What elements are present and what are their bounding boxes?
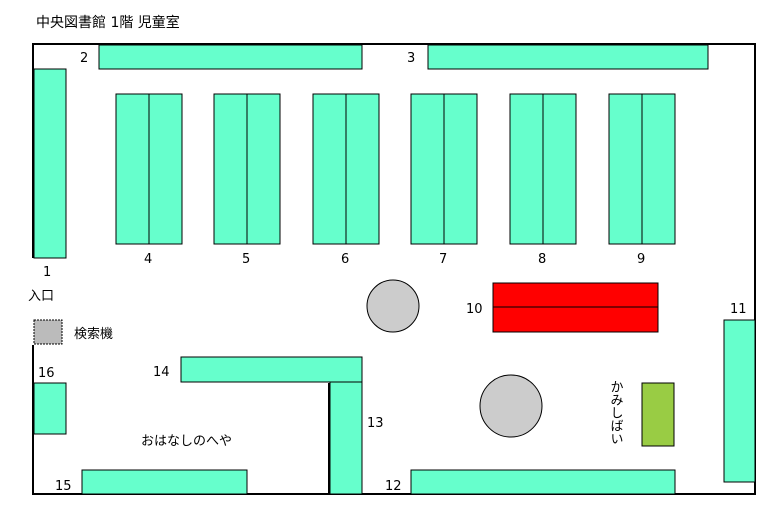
shelf-11-number: 11 — [730, 302, 747, 317]
kamishibai-stand — [641, 382, 675, 447]
shelf-12 — [410, 469, 676, 495]
shelf-4-number: 4 — [144, 252, 152, 267]
shelf-9-number: 9 — [637, 252, 645, 267]
shelf-10-number: 10 — [466, 302, 483, 317]
shelf-13-number: 13 — [367, 416, 384, 431]
shelf-16 — [33, 382, 67, 435]
shelf-14 — [180, 356, 363, 383]
shelf-6-number: 6 — [341, 252, 349, 267]
shelf-9 — [608, 93, 676, 245]
shelf-15-number: 15 — [55, 479, 72, 494]
shelf-5-number: 5 — [242, 252, 250, 267]
shelf-2 — [98, 44, 363, 70]
story-room-label: おはなしのへや — [141, 434, 232, 449]
round-table-lower — [479, 374, 543, 438]
shelf-16-number: 16 — [38, 366, 55, 381]
search-terminal-label: 検索機 — [74, 327, 113, 342]
shelf-7 — [410, 93, 478, 245]
shelf-1 — [33, 68, 67, 259]
shelf-15 — [81, 469, 248, 495]
shelf-7-number: 7 — [439, 252, 447, 267]
shelf-2-number: 2 — [80, 51, 88, 66]
shelf-5 — [213, 93, 281, 245]
shelf-8 — [509, 93, 577, 245]
map-title: 中央図書館 1階 児童室 — [36, 14, 180, 31]
shelf-3 — [427, 44, 709, 70]
shelf-11 — [723, 319, 756, 483]
shelf-13 — [329, 381, 363, 495]
shelf-6 — [312, 93, 380, 245]
kamishibai-label: かみしばい — [608, 380, 623, 445]
entrance-label: 入口 — [28, 289, 54, 304]
shelf-10 — [492, 282, 659, 333]
shelf-8-number: 8 — [538, 252, 546, 267]
shelf-14-number: 14 — [153, 365, 170, 380]
shelf-4 — [115, 93, 183, 245]
search-terminal — [33, 319, 63, 345]
shelf-3-number: 3 — [407, 51, 415, 66]
shelf-12-number: 12 — [385, 479, 402, 494]
outer-wall — [32, 43, 756, 495]
round-table-upper — [366, 279, 420, 333]
shelf-1-number: 1 — [43, 265, 51, 280]
